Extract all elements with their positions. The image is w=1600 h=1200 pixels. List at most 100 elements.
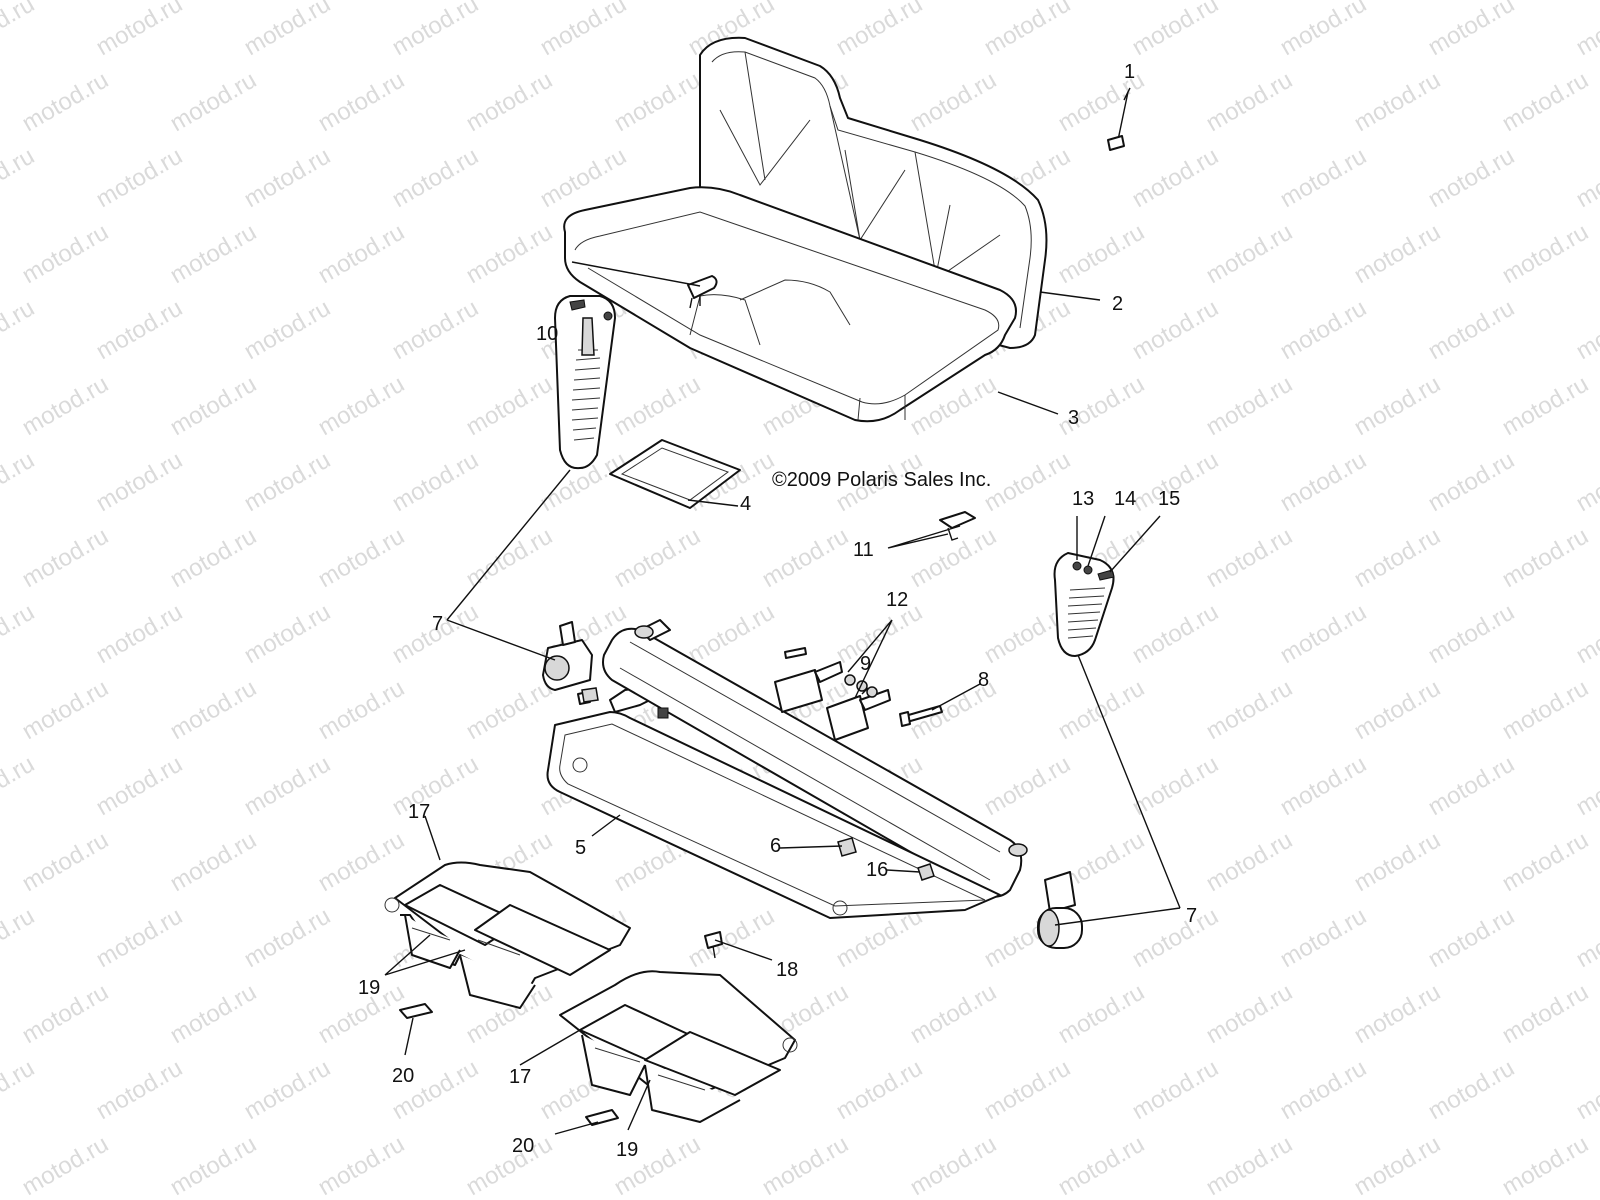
watermark-text: motod.ru: [166, 370, 262, 441]
callout-16: 16: [866, 859, 888, 881]
watermark-text: motod.ru: [166, 522, 262, 593]
watermark-text: motod.ru: [1350, 218, 1446, 289]
watermark-text: motod.ru: [1054, 370, 1150, 441]
leader-lines: [384, 87, 1181, 1135]
watermark-text: motod.ru: [240, 902, 336, 973]
watermark-text: motod.ru: [1276, 902, 1372, 973]
watermark-text: motod.ru: [1424, 446, 1520, 517]
watermark-text: motod.ru: [0, 750, 39, 821]
watermark-text: motod.ru: [980, 1054, 1076, 1125]
watermark-text: motod.ru: [0, 446, 39, 517]
callout-7-left: 7: [432, 613, 443, 635]
watermark-text: motod.ru: [1128, 750, 1224, 821]
callout-13: 13: [1072, 488, 1094, 510]
watermark-text: motod.ru: [0, 902, 39, 973]
seat-back-part: [699, 36, 1048, 349]
watermark-text: motod.ru: [18, 66, 114, 137]
watermark-text: motod.ru: [240, 1054, 336, 1125]
callout-17-upper: 17: [408, 801, 430, 823]
watermark-text: motod.ru: [314, 370, 410, 441]
copyright-text: ©2009 Polaris Sales Inc.: [772, 469, 991, 491]
watermark-text: motod.ru: [1498, 826, 1594, 897]
watermark-text: motod.ru: [388, 294, 484, 365]
watermark-text: motod.ru: [832, 598, 928, 669]
label-part: [609, 439, 741, 509]
callout-10: 10: [536, 323, 558, 345]
watermark-text: motod.ru: [906, 522, 1002, 593]
watermark-text: motod.ru: [1202, 522, 1298, 593]
watermark-text: motod.ru: [1498, 1130, 1594, 1200]
watermark-text: motod.ru: [1572, 446, 1600, 517]
watermark-text: motod.ru: [388, 0, 484, 61]
watermark-text: motod.ru: [1572, 750, 1600, 821]
watermark-text: motod.ru: [240, 598, 336, 669]
watermark-text: motod.ru: [610, 370, 706, 441]
watermark-text: motod.ru: [906, 978, 1002, 1049]
watermark-text: motod.ru: [388, 750, 484, 821]
watermark-text: motod.ru: [1128, 142, 1224, 213]
watermark-text: motod.ru: [1276, 0, 1372, 61]
watermark-text: motod.ru: [0, 294, 39, 365]
watermark-text: motod.ru: [684, 902, 780, 973]
watermark-text: motod.ru: [92, 902, 188, 973]
watermark-text: motod.ru: [388, 446, 484, 517]
watermark-text: motod.ru: [240, 750, 336, 821]
watermark-text: motod.ru: [92, 750, 188, 821]
watermark-text: motod.ru: [1128, 0, 1224, 61]
watermark-text: motod.ru: [906, 66, 1002, 137]
watermark-text: motod.ru: [462, 370, 558, 441]
watermark-text: motod.ru: [684, 598, 780, 669]
watermark-text: motod.ru: [18, 522, 114, 593]
watermark-text: motod.ru: [462, 218, 558, 289]
watermark-text: motod.ru: [1276, 294, 1372, 365]
watermark-text: motod.ru: [1350, 674, 1446, 745]
watermark-text: motod.ru: [166, 218, 262, 289]
watermark-text: motod.ru: [1054, 1130, 1150, 1200]
watermark-text: motod.ru: [166, 66, 262, 137]
watermark-text: motod.ru: [1350, 826, 1446, 897]
callout-7-right: 7: [1186, 905, 1197, 927]
watermark-text: motod.ru: [1424, 598, 1520, 669]
watermark-text: motod.ru: [1128, 294, 1224, 365]
watermark-text: motod.ru: [1424, 0, 1520, 61]
storage-bin-lower-part: [559, 970, 798, 1123]
watermark-text: motod.ru: [1424, 1054, 1520, 1125]
watermark-text: motod.ru: [980, 446, 1076, 517]
watermark-text: motod.ru: [166, 826, 262, 897]
seat-latch-boot-left-part: [554, 295, 616, 470]
watermark-text: motod.ru: [1276, 142, 1372, 213]
watermark-text: motod.ru: [1572, 1054, 1600, 1125]
watermark-text: motod.ru: [1128, 598, 1224, 669]
callout-18: 18: [776, 959, 798, 981]
watermark-text: motod.ru: [1350, 978, 1446, 1049]
watermark-text: motod.ru: [240, 142, 336, 213]
seat-cushion-part: [563, 186, 1017, 423]
watermark-text: motod.ru: [240, 294, 336, 365]
watermark-text: motod.ru: [314, 826, 410, 897]
callout-14: 14: [1114, 488, 1136, 510]
callout-19-upper: 19: [358, 977, 380, 999]
watermark-text: motod.ru: [1276, 598, 1372, 669]
watermark-text: motod.ru: [0, 0, 39, 61]
watermark-text: motod.ru: [92, 598, 188, 669]
watermark-text: motod.ru: [1202, 826, 1298, 897]
callout-8: 8: [978, 669, 989, 691]
callout-9: 9: [860, 653, 871, 675]
callout-20-upper: 20: [392, 1065, 414, 1087]
watermark-text: motod.ru: [1350, 522, 1446, 593]
watermark-text: motod.ru: [1424, 902, 1520, 973]
watermark-text: motod.ru: [462, 522, 558, 593]
callout-20-lower: 20: [512, 1135, 534, 1157]
watermark-text: motod.ru: [166, 674, 262, 745]
watermark-text: motod.ru: [18, 218, 114, 289]
watermark-text: motod.ru: [0, 1054, 39, 1125]
clip-part: [687, 275, 718, 309]
watermark-text: motod.ru: [832, 1054, 928, 1125]
watermark-text: motod.ru: [1202, 674, 1298, 745]
latch-part: [939, 511, 976, 541]
watermark-text: motod.ru: [314, 66, 410, 137]
seat-belt-buckle-part: [774, 647, 891, 741]
watermark-text: motod.ru: [1424, 294, 1520, 365]
watermark-text: motod.ru: [1424, 142, 1520, 213]
